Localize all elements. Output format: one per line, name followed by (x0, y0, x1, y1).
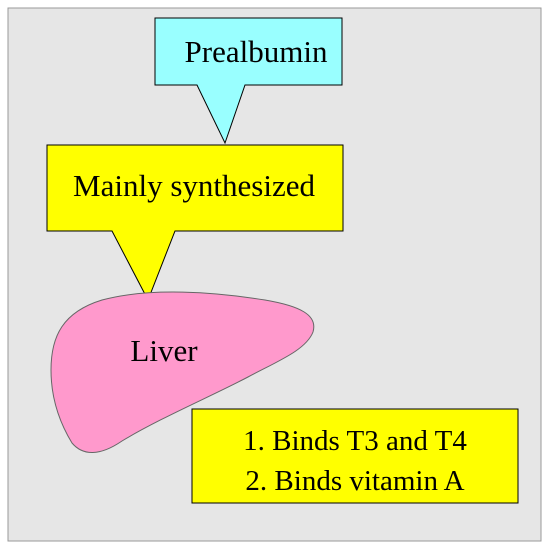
prealbumin-callout (154, 17, 343, 145)
liver-label: Liver (130, 333, 198, 368)
prealbumin-label: Prealbumin (185, 34, 328, 69)
liver-shape (50, 291, 315, 453)
synthesis-callout (46, 144, 344, 302)
function-item-2: 2. Binds vitamin A (245, 465, 464, 497)
functions-box (191, 408, 519, 504)
synthesis-label: Mainly synthesized (73, 168, 315, 203)
function-item-1: 1. Binds T3 and T4 (243, 425, 467, 457)
